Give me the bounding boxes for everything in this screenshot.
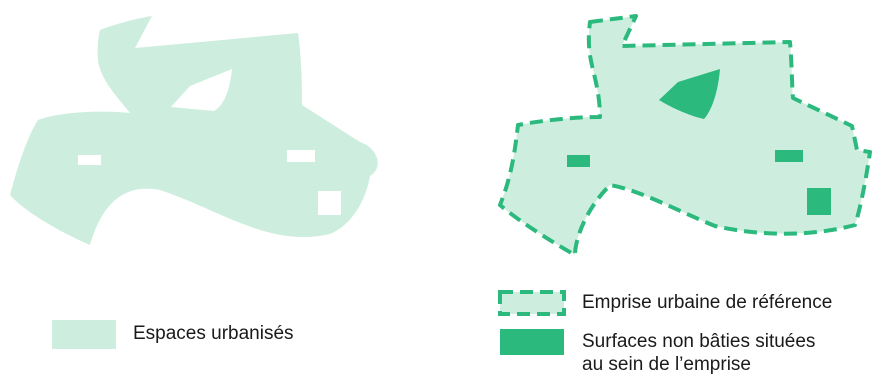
right-map (498, 14, 872, 257)
non-bati-small-left (567, 155, 590, 167)
legend-label-non-bati-line1: Surfaces non bâties situées (582, 331, 816, 352)
non-bati-hole-shape (659, 69, 720, 119)
non-bati-square (807, 188, 831, 215)
legend-label-non-bati-line2: au sein de l’emprise (582, 354, 751, 375)
legend-swatch-non-bati (500, 329, 564, 355)
left-map (10, 16, 378, 245)
urbanized-area-shape (10, 16, 378, 245)
legend-swatch-emprise (498, 290, 566, 316)
non-bati-small-right (775, 150, 803, 162)
legend-swatch-urbanized (52, 320, 116, 349)
legend-label-urbanized: Espaces urbanisés (133, 323, 294, 344)
legend-label-emprise: Emprise urbaine de référence (582, 292, 833, 313)
emprise-outline-shape (498, 14, 872, 257)
